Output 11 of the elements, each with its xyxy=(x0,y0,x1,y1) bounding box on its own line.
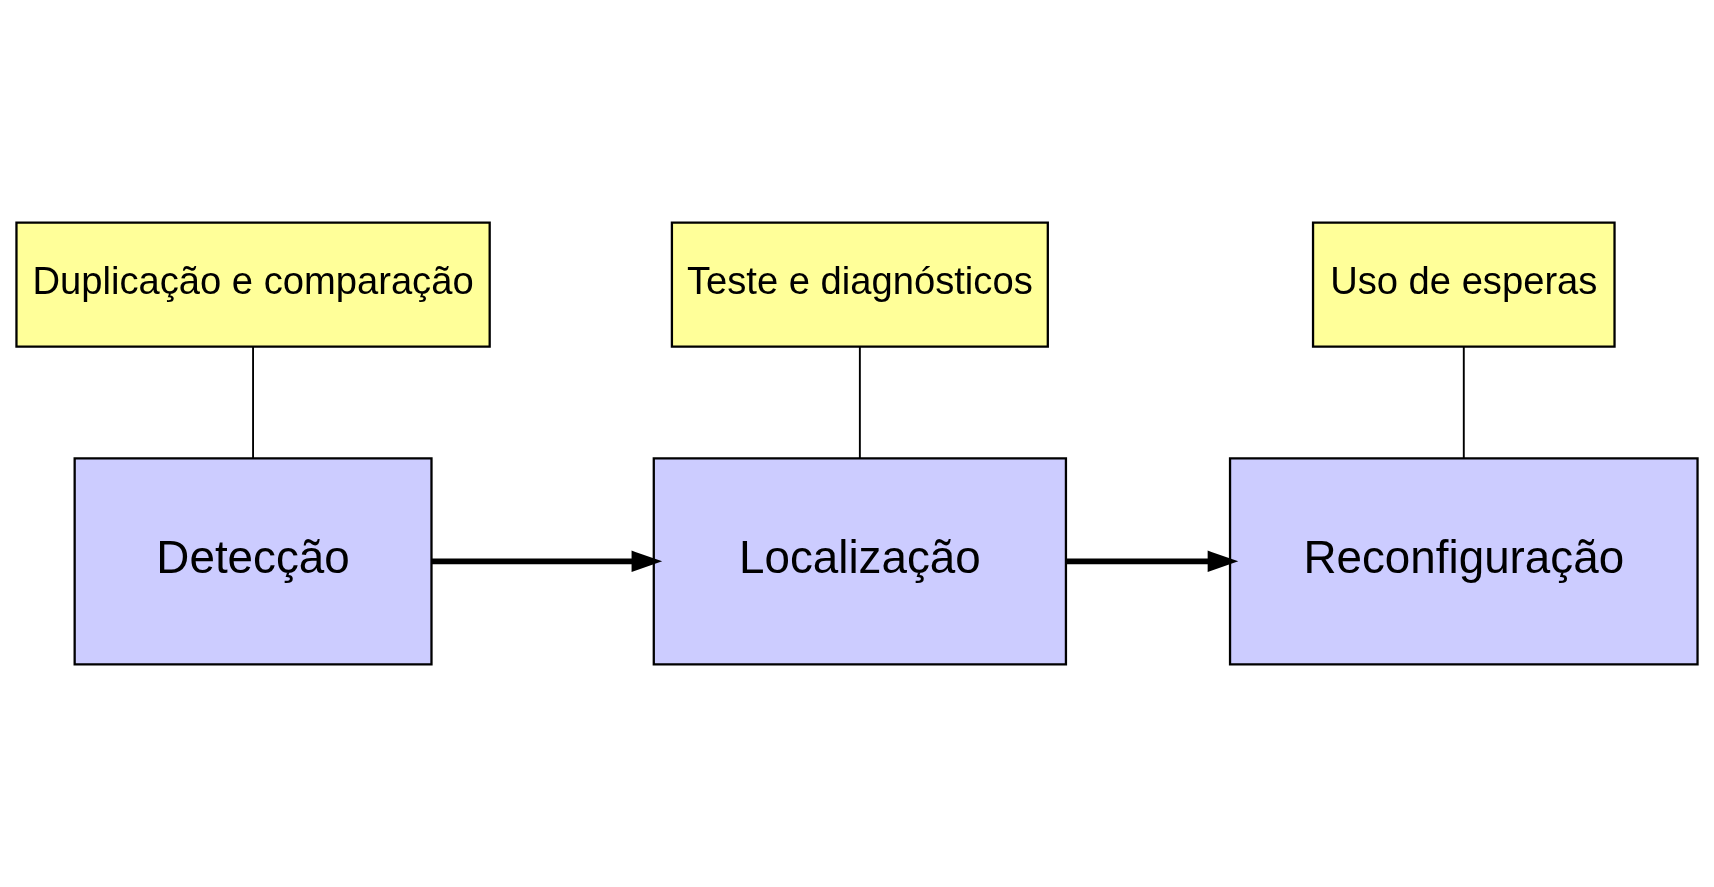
arrow xyxy=(431,550,663,573)
node-box: Reconfiguração xyxy=(1228,457,1699,666)
arrow xyxy=(1066,550,1239,573)
node-box: Detecção xyxy=(73,457,433,666)
node-box: Uso de esperas xyxy=(1311,221,1616,348)
node-box: Localização xyxy=(652,457,1068,666)
node-box: Teste e diagnósticos xyxy=(670,221,1049,348)
connector xyxy=(252,346,255,460)
connector xyxy=(1462,346,1465,460)
node-box: Duplicação e comparação xyxy=(15,221,491,348)
connector xyxy=(858,346,861,460)
